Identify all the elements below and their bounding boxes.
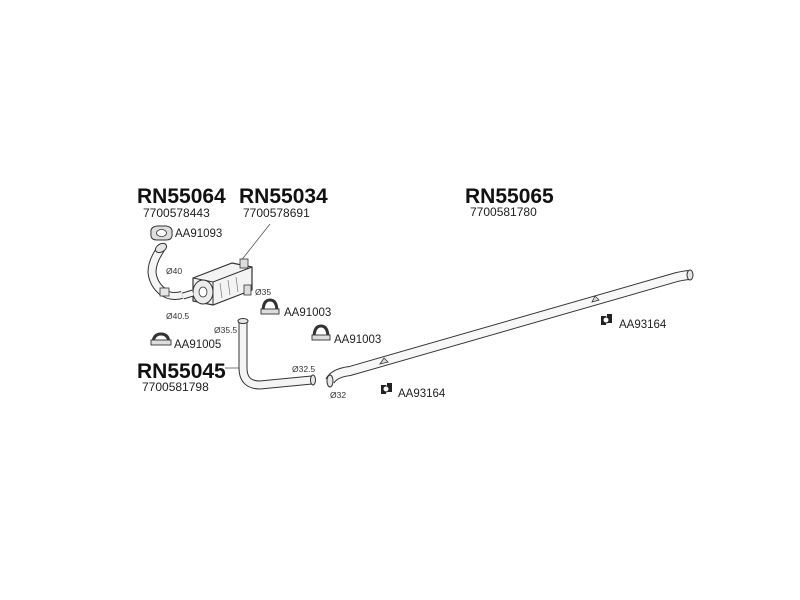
tail-pipe-drawing [325,269,694,388]
mid-pipe-drawing [237,318,316,390]
silencer-drawing [181,258,253,306]
front-pipe-drawing [147,242,183,300]
accessory-clamp-mid-label: AA91003 [334,334,381,346]
accessory-gasket-label: AA91093 [175,228,222,240]
rubber-hanger-icon [381,383,392,394]
part-ref-tail-pipe: RN55065 [465,185,554,208]
part-oem-tail-pipe: 7700581780 [470,205,537,219]
diameter-label-35: Ø35 [255,287,271,297]
part-oem-silencer: 7700578691 [243,206,310,220]
flange-icon [150,332,172,346]
accessory-flange-label: AA91005 [174,339,221,351]
clamp-icon [260,298,280,315]
accessory-hanger-mid-label: AA93164 [398,388,446,400]
leader-line-silencer [239,223,271,263]
part-ref-silencer: RN55034 [239,185,328,208]
accessory-hanger-right-label: AA93164 [619,319,667,331]
part-ref-front-pipe: RN55064 [137,185,226,208]
rubber-hanger-icon [601,314,612,325]
part-oem-front-pipe: 7700578443 [143,206,210,220]
diameter-label-35-5: Ø35.5 [214,325,237,335]
part-ref-mid-pipe: RN55045 [137,360,226,383]
part-oem-mid-pipe: 7700581798 [142,380,209,394]
diameter-label-32-5: Ø32.5 [292,364,315,374]
diameter-label-40-5: Ø40.5 [166,311,189,321]
diameter-label-40: Ø40 [166,266,182,276]
accessory-clamp-upper-label: AA91003 [284,307,331,319]
clamp-icon [311,324,331,341]
diameter-label-32: Ø32 [330,390,346,400]
gasket-icon [150,225,173,241]
